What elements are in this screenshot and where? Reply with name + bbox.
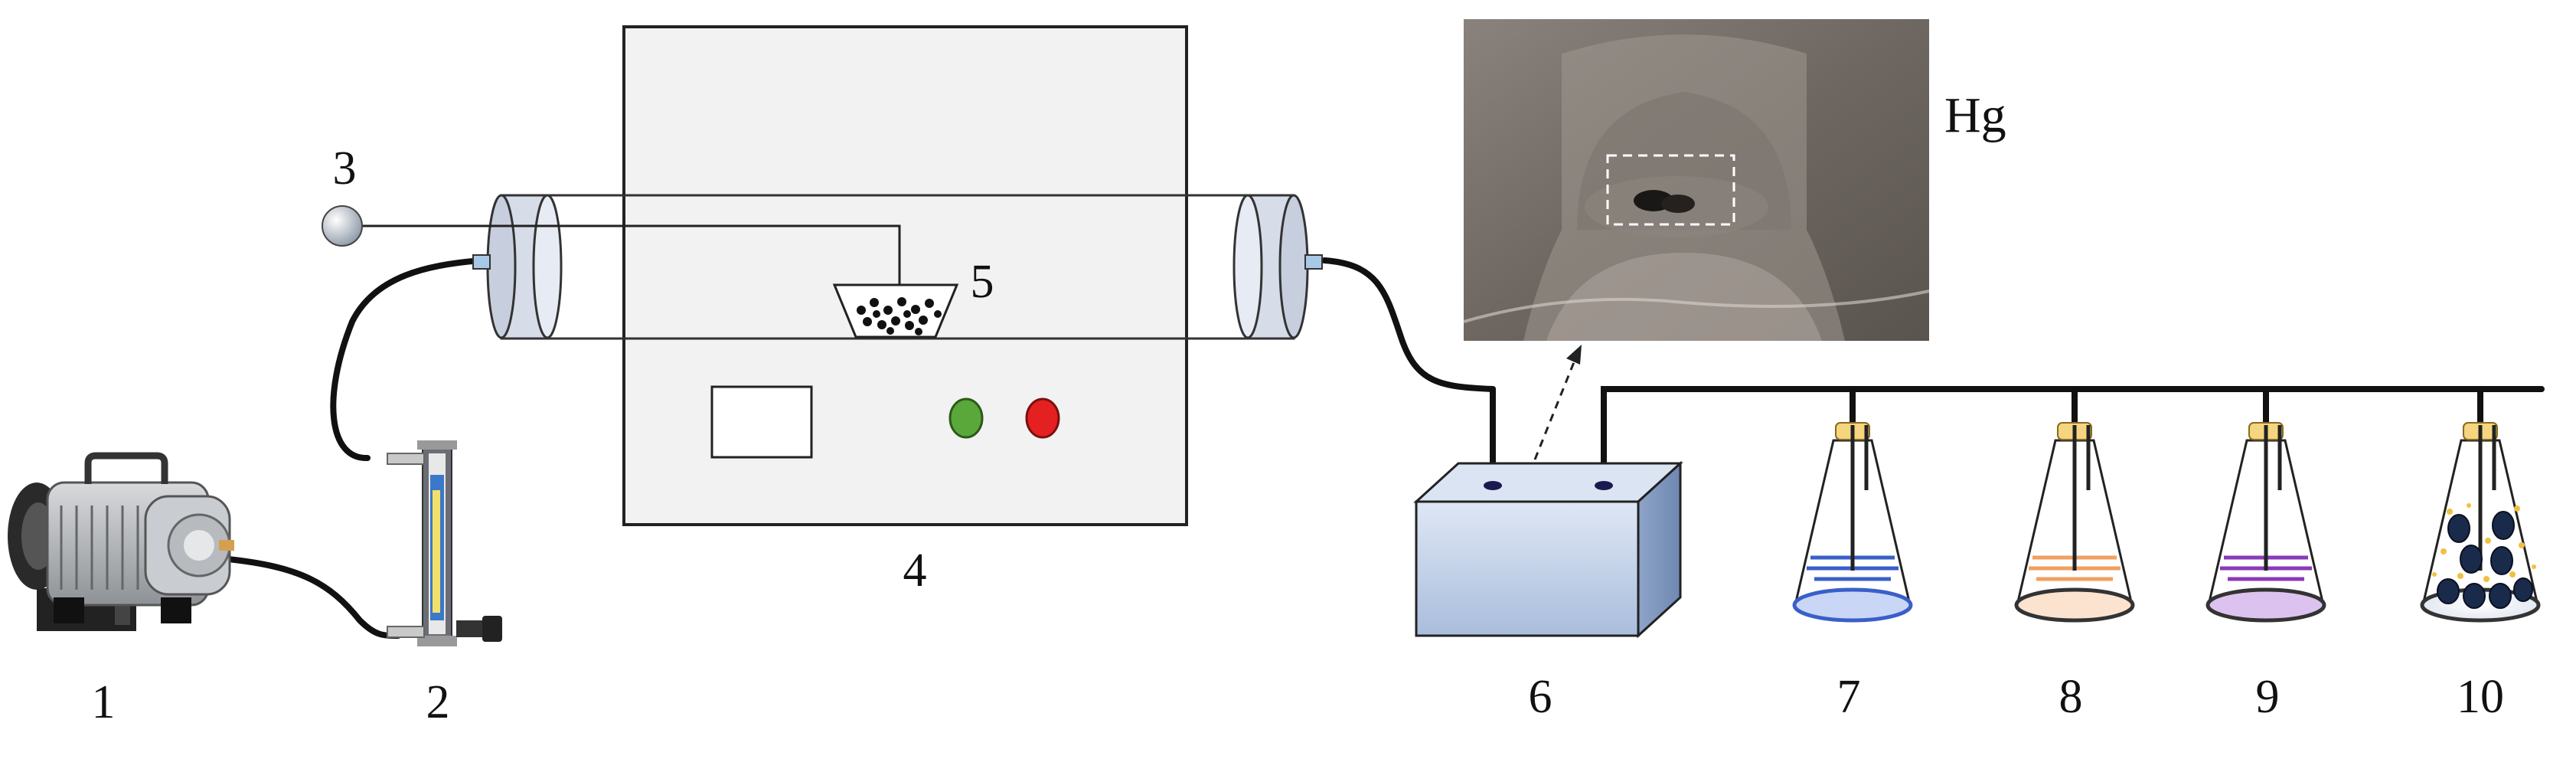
tube-furnace <box>622 25 1188 526</box>
red-indicator-light <box>1025 397 1060 439</box>
left-tube-flange <box>472 194 563 340</box>
flask-9-purple-solution <box>2205 422 2326 623</box>
quartz-tube <box>528 194 1267 340</box>
label-flask-7: 7 <box>1837 671 1861 723</box>
label-pump: 1 <box>92 676 116 728</box>
flowmeter <box>387 440 502 646</box>
label-sample-boat: 5 <box>971 256 994 308</box>
sample-boat <box>832 283 959 339</box>
label-condenser-box: 6 <box>1529 671 1552 723</box>
label-flowmeter: 2 <box>426 676 450 728</box>
label-thermocouple: 3 <box>333 142 357 195</box>
label-flask-10: 10 <box>2457 671 2504 723</box>
gas-tubing <box>225 257 2545 639</box>
flask-10-adsorbent <box>2420 422 2541 623</box>
label-inset: Hg <box>1944 87 2006 143</box>
inset-pointer-arrow <box>1533 345 1582 460</box>
flask-8-orange-solution <box>2014 422 2135 623</box>
label-flask-9: 9 <box>2256 671 2280 723</box>
flask-7-blue-solution <box>1792 422 1913 623</box>
label-flask-8: 8 <box>2059 671 2083 723</box>
mercury-highlight-box <box>1606 154 1735 226</box>
furnace-display-panel <box>710 385 813 459</box>
green-indicator-light <box>948 397 984 439</box>
inset-photo-mercury <box>1463 19 1930 341</box>
thermocouple-probe-head <box>322 205 363 247</box>
right-tube-flange <box>1232 194 1323 340</box>
air-pump <box>8 452 234 631</box>
thermocouple <box>322 205 901 295</box>
label-furnace: 4 <box>903 545 927 597</box>
condenser-box <box>1413 460 1683 639</box>
